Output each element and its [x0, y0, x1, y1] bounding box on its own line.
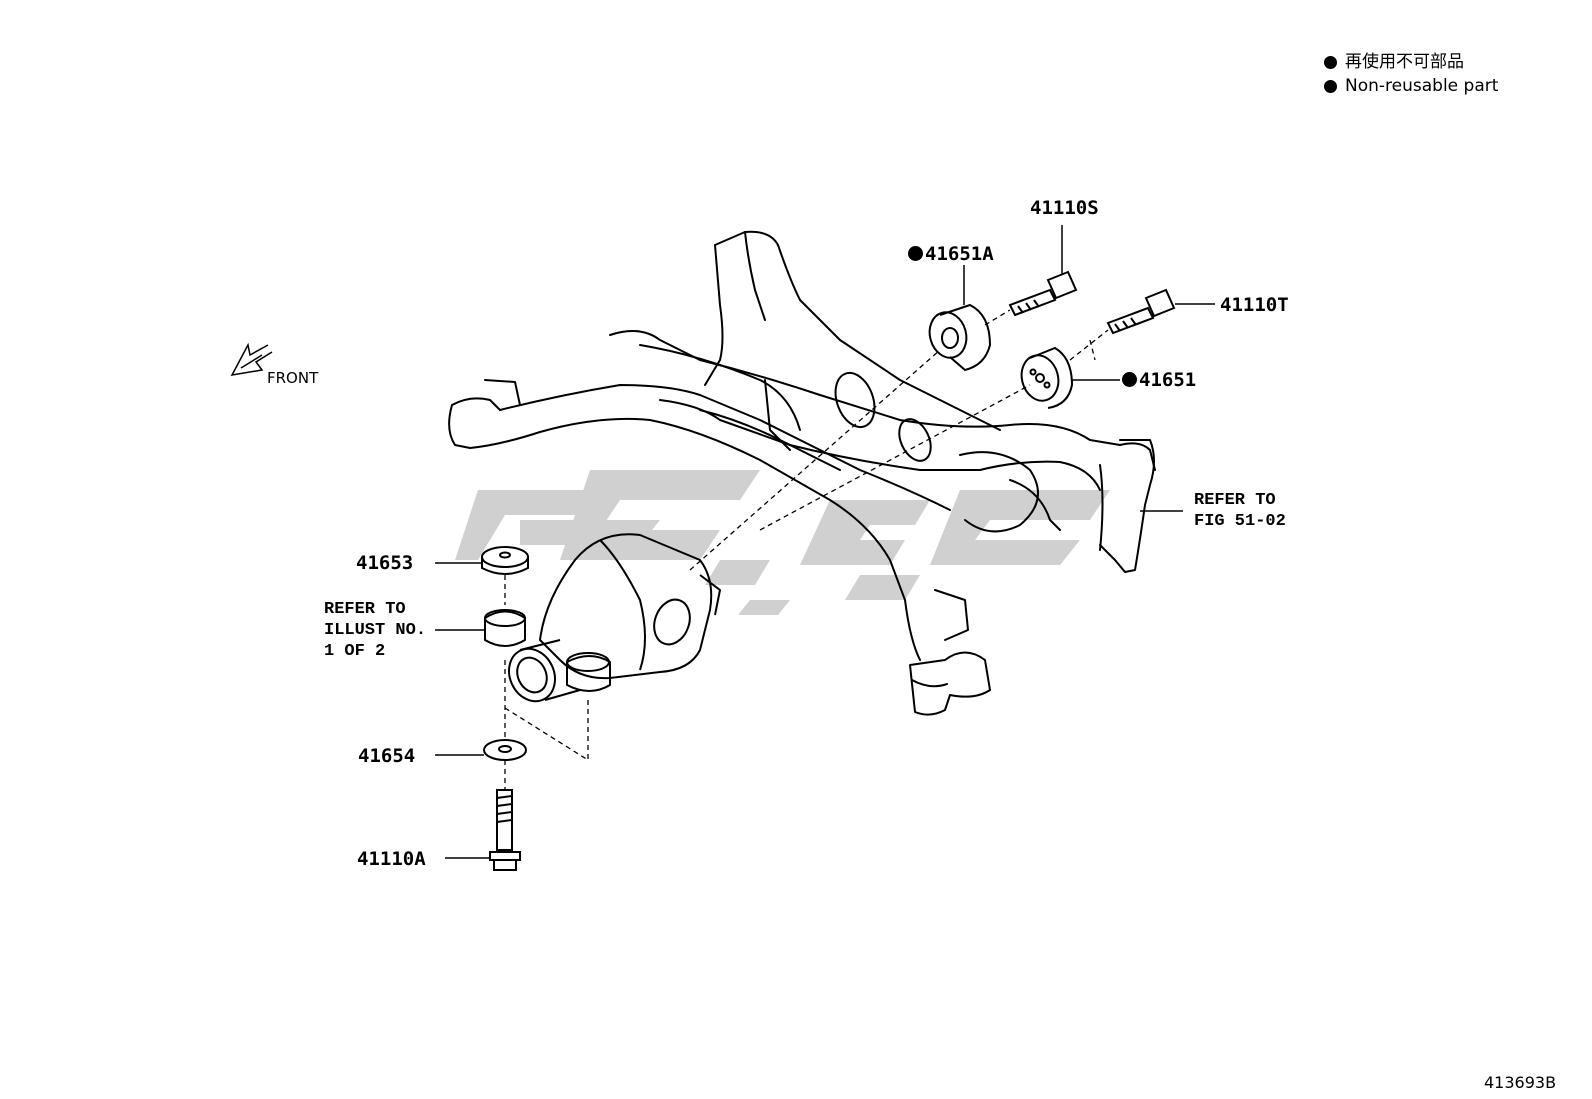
illustration-code: 413693B — [1484, 1073, 1557, 1092]
non-reusable-dot-icon — [1324, 79, 1337, 93]
part-label-41651a[interactable]: 41651A — [908, 244, 994, 264]
refer-fig-line2: FIG 51-02 — [1194, 512, 1286, 531]
part-label-41653[interactable]: 41653 — [356, 552, 414, 574]
legend-text-jp: 再使用不可部品 — [1345, 52, 1464, 72]
front-arrow-icon — [230, 342, 273, 376]
legend-text-en: Non-reusable part — [1345, 76, 1499, 96]
refer-illust-line3: 1 OF 2 — [324, 642, 386, 661]
part-label-41651[interactable]: 41651 — [1122, 370, 1196, 390]
part-label-41110t[interactable]: 41110T — [1220, 294, 1289, 316]
part-number: 41651 — [1139, 369, 1197, 391]
rear-differential — [484, 533, 721, 703]
bushing-41651a — [928, 303, 992, 372]
bolt-41110t — [1106, 288, 1176, 335]
front-label: FRONT — [267, 369, 319, 387]
non-reusable-dot-icon — [908, 246, 923, 261]
refer-fig-note[interactable]: REFER TO FIG 51-02 — [1194, 490, 1286, 532]
bushing-41651 — [1020, 346, 1074, 409]
rear-suspension-crossmember — [448, 230, 1156, 716]
part-label-41110a[interactable]: 41110A — [357, 848, 426, 870]
legend-row-en: Non-reusable part — [1324, 74, 1498, 98]
refer-fig-line1: REFER TO — [1194, 491, 1276, 510]
non-reusable-dot-icon — [1122, 372, 1137, 387]
refer-illust-line1: REFER TO — [324, 600, 406, 619]
bolt-41110a — [489, 789, 521, 871]
refer-illust-line2: ILLUST NO. — [324, 621, 427, 640]
stopper-41653 — [481, 546, 529, 575]
refer-illust-note[interactable]: REFER TO ILLUST NO. 1 OF 2 — [324, 599, 426, 662]
assembly-lines — [504, 309, 1109, 790]
part-label-41654[interactable]: 41654 — [358, 745, 416, 767]
leader-lines — [435, 225, 1215, 859]
legend-row-jp: 再使用不可部品 — [1324, 50, 1498, 74]
washer-41654 — [483, 739, 527, 761]
non-reusable-dot-icon — [1324, 55, 1337, 69]
part-number: 41651A — [925, 243, 994, 265]
legend: 再使用不可部品 Non-reusable part — [1324, 50, 1498, 98]
bolt-41110s — [1008, 270, 1078, 317]
part-label-41110s[interactable]: 41110S — [1030, 197, 1099, 219]
watermark-logo — [455, 470, 1110, 615]
